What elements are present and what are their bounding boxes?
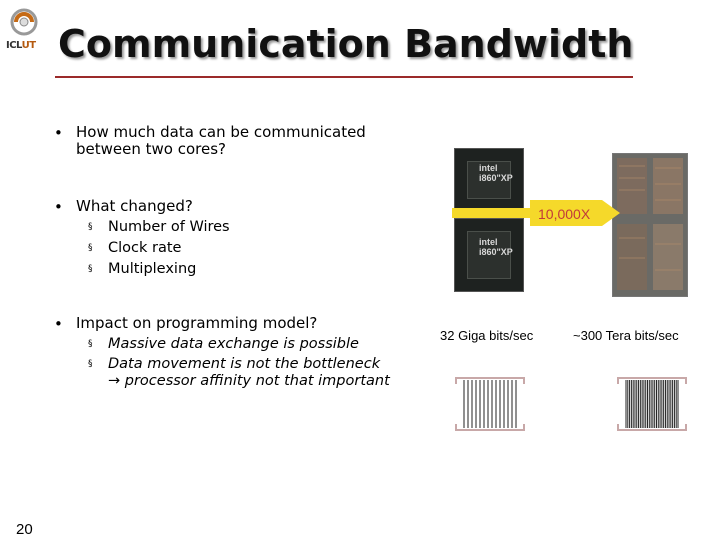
- bus-bracket-top: [617, 377, 687, 384]
- bullet-1-line-2: between two cores?: [76, 140, 226, 158]
- chip-model-text: i860"XP: [479, 247, 513, 257]
- sub-bullet-movement: Data movement is not the bottleneck: [108, 356, 381, 372]
- bullet-2: What changed?: [76, 197, 193, 215]
- sub-bullet-marker: §: [88, 243, 93, 253]
- sub-bullet-affinity-text: processor affinity not that important: [124, 373, 390, 389]
- sub-bullet-marker: §: [88, 339, 93, 349]
- intel-logo-text: intel: [479, 237, 498, 247]
- sub-bullet-marker: §: [88, 222, 93, 232]
- multicore-die-image: [612, 153, 688, 297]
- processor-chip-bottom: intel i860"XP: [454, 218, 524, 292]
- bullet-marker: •: [54, 198, 63, 216]
- sub-bullet-affinity: → processor affinity not that important: [108, 372, 390, 391]
- page-number: 20: [16, 521, 33, 538]
- wire-bundle-right: [617, 377, 687, 431]
- logo-text: ICLUT: [6, 40, 36, 51]
- processor-chip-top: intel i860"XP: [454, 148, 524, 212]
- wire-bundle-left: [455, 377, 525, 431]
- sub-bullet-marker: §: [88, 359, 93, 369]
- wire-bundle-right-lines: [617, 377, 687, 431]
- die-texture-icon: [613, 154, 687, 296]
- chip-die: [467, 231, 511, 279]
- sub-bullet-massive: Massive data exchange is possible: [108, 336, 359, 352]
- chip-model-text: i860"XP: [479, 173, 513, 183]
- chip-label: intel i860"XP: [479, 237, 513, 257]
- title-underline: [55, 76, 633, 78]
- intel-logo-text: intel: [479, 163, 498, 173]
- logo-swirl-icon: [10, 8, 38, 36]
- bullet-1: How much data can be communicated betwee…: [76, 124, 366, 158]
- bullet-1-line-1: How much data can be communicated: [76, 123, 366, 141]
- arrow-yellow-icon: [452, 200, 620, 226]
- slide-title: Communication Bandwidth: [58, 22, 634, 66]
- multiplier-label: 10,000X: [538, 206, 591, 222]
- icl-logo: ICLUT: [6, 6, 50, 64]
- bullet-marker: •: [54, 124, 63, 142]
- bullet-3: Impact on programming model?: [76, 314, 318, 332]
- bus-bracket-bottom: [617, 424, 687, 431]
- rate-right-label: ~300 Tera bits/sec: [573, 328, 679, 343]
- sub-bullet-marker: §: [88, 264, 93, 274]
- sub-bullet-multiplexing: Multiplexing: [108, 261, 197, 277]
- bus-bracket-top: [455, 377, 525, 384]
- right-arrow-icon: →: [108, 373, 121, 389]
- chip-die: [467, 161, 511, 199]
- sub-bullet-wires: Number of Wires: [108, 219, 230, 235]
- chip-label: intel i860"XP: [479, 163, 513, 183]
- sub-bullet-clock: Clock rate: [108, 240, 182, 256]
- bullet-marker: •: [54, 315, 63, 333]
- bus-bracket-bottom: [455, 424, 525, 431]
- rate-left-label: 32 Giga bits/sec: [440, 328, 534, 343]
- wire-bundle-left-lines: [455, 377, 525, 431]
